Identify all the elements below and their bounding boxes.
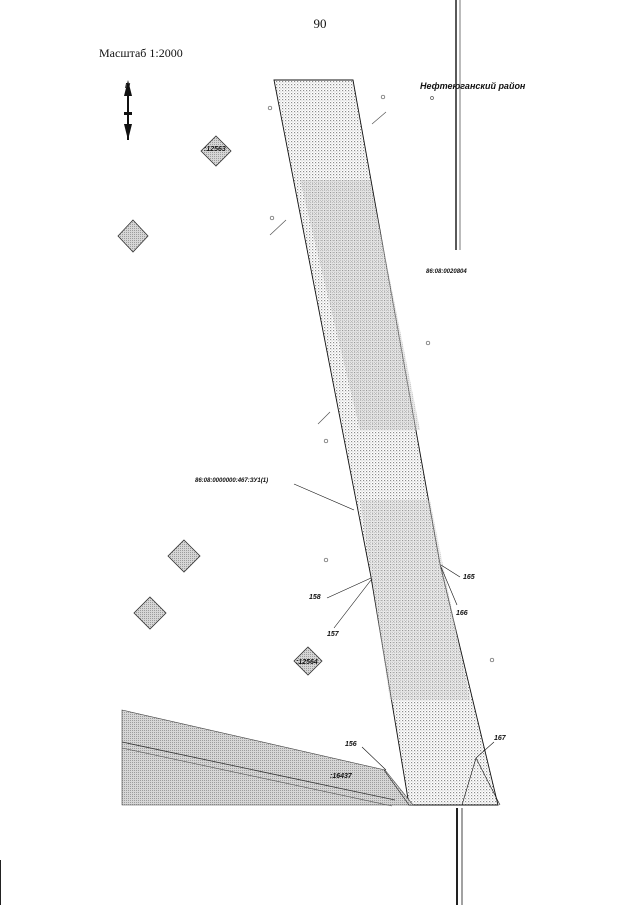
lot-12563-label: :12563 bbox=[204, 146, 226, 153]
scale-label: Масштаб 1:2000 bbox=[99, 46, 183, 60]
lot-12564-label: :12564 bbox=[296, 659, 318, 666]
point-167-label: 167 bbox=[494, 735, 507, 742]
district-label: Нефтеюганский район bbox=[420, 81, 526, 91]
point-158-label: 158 bbox=[309, 594, 321, 601]
point-157-label: 157 bbox=[327, 631, 340, 638]
north-label: N bbox=[125, 83, 131, 90]
left-edge-line bbox=[0, 860, 1, 905]
road-strip bbox=[121, 709, 414, 806]
point-166-label: 166 bbox=[456, 610, 468, 617]
corridor-shading bbox=[300, 180, 420, 430]
lot-diamond-b bbox=[167, 539, 201, 573]
corridor-shading-lower bbox=[360, 500, 470, 700]
main-parcel-label: 86:08:0000000:467:ЗУ1(1) bbox=[195, 478, 268, 484]
page-number: 90 bbox=[313, 16, 327, 31]
right-border bbox=[455, 0, 463, 905]
north-arrow-icon bbox=[124, 80, 132, 140]
lot-diamond-c bbox=[133, 596, 167, 630]
point-156-label: 156 bbox=[345, 741, 357, 748]
lot-12564-diamond bbox=[293, 646, 323, 676]
survey-marks bbox=[267, 94, 495, 663]
leader-lines bbox=[293, 483, 501, 806]
lot-12563-diamond bbox=[200, 135, 232, 167]
point-165-label: 165 bbox=[463, 574, 475, 581]
lot-diamond-a bbox=[117, 219, 149, 253]
quarter-label: 86:08:0020804 bbox=[426, 269, 467, 275]
lot-16437-label: :16437 bbox=[330, 773, 353, 780]
